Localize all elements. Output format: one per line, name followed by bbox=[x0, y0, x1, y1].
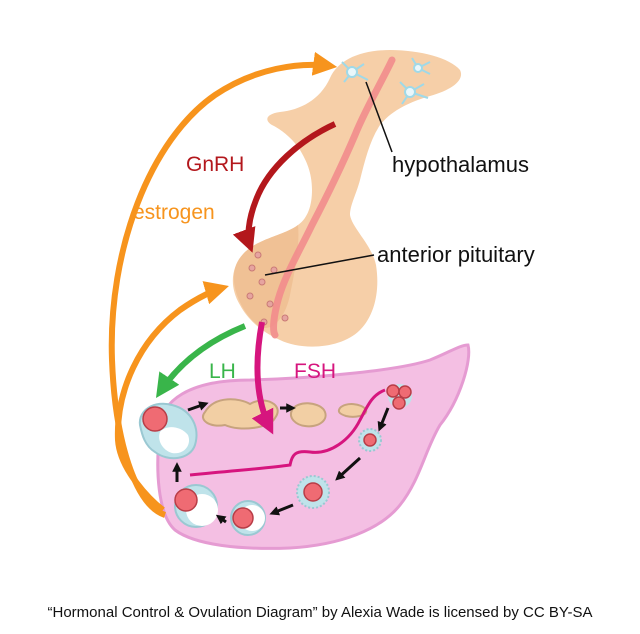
fsh-arrow bbox=[251, 321, 274, 435]
pituitary-leader-line bbox=[264, 254, 375, 276]
label-fsh: FSH bbox=[294, 360, 336, 383]
cycle-arrow-4 bbox=[215, 514, 227, 525]
estrogen-arrow-hypothalamus bbox=[108, 51, 338, 518]
brain-region bbox=[232, 50, 462, 347]
mature-follicle bbox=[174, 484, 218, 528]
label-estrogen: estrogen bbox=[133, 201, 215, 224]
cycle-arrow-2 bbox=[335, 456, 362, 481]
attribution-credit: “Hormonal Control & Ovulation Diagram” b… bbox=[47, 604, 593, 621]
hypothalamus-leader-line bbox=[365, 81, 393, 153]
primary-follicle bbox=[358, 428, 382, 452]
ovulating-follicle bbox=[138, 402, 198, 460]
label-anterior-pituitary: anterior pituitary bbox=[377, 242, 535, 267]
corpus-albicans bbox=[290, 402, 327, 428]
secondary-follicle bbox=[296, 475, 330, 509]
corpus-albicans-small bbox=[337, 403, 368, 418]
primordial-follicles bbox=[386, 384, 412, 410]
estrogen-arrow-pituitary bbox=[114, 281, 229, 513]
label-hypothalamus: hypothalamus bbox=[392, 152, 529, 177]
tertiary-follicle bbox=[230, 500, 266, 536]
cycle-arrow-6 bbox=[187, 401, 209, 412]
portal-vessel bbox=[270, 56, 396, 339]
lh-arrow bbox=[156, 323, 247, 398]
cycle-arrow-1 bbox=[377, 407, 390, 432]
label-gnrh: GnRH bbox=[186, 153, 244, 176]
gnrh-arrow bbox=[232, 121, 337, 253]
ovary-stroma-line bbox=[189, 388, 386, 477]
label-lh: LH bbox=[209, 360, 236, 383]
follicle-cycle bbox=[138, 384, 412, 536]
cycle-arrow-3 bbox=[269, 503, 294, 516]
